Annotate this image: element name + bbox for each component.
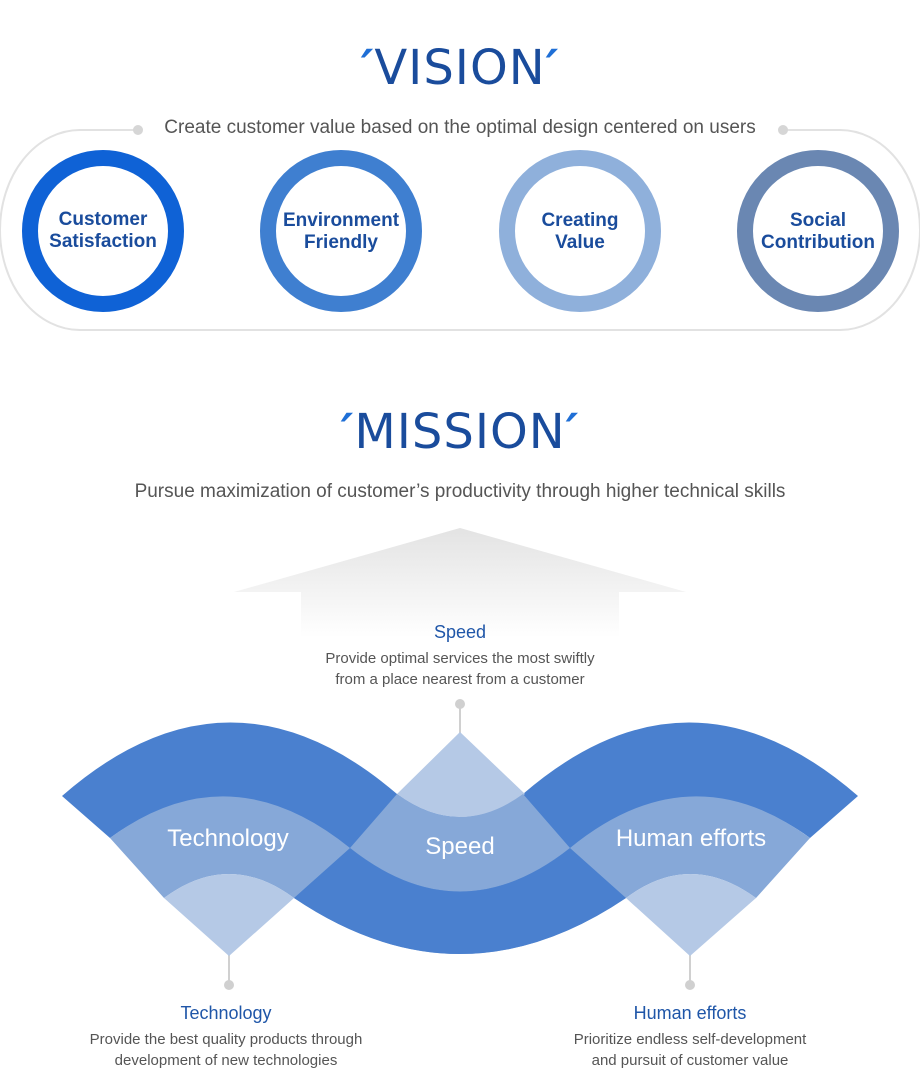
speed-title: Speed bbox=[433, 622, 487, 642]
mission-subtitle: Pursue maximization of customer’s produc… bbox=[134, 481, 786, 502]
mission-wave bbox=[62, 699, 858, 990]
up-arrow bbox=[234, 528, 686, 638]
wave-middle-band bbox=[110, 796, 810, 954]
accent-mark-left: ′ bbox=[340, 404, 355, 460]
vision-title: ′VISION′ bbox=[360, 40, 560, 96]
human-connector-dot bbox=[685, 980, 695, 990]
up-arrow-shape bbox=[234, 528, 686, 638]
wave-lower-arc bbox=[294, 848, 626, 954]
accent-mark-left: ′ bbox=[360, 40, 375, 96]
technology-description: Provide the best quality products throug… bbox=[89, 1031, 363, 1069]
vision-line-dot-left bbox=[133, 125, 143, 135]
human-efforts-title: Human efforts bbox=[633, 1003, 747, 1023]
vision-subtitle: Create customer value based on the optim… bbox=[0, 117, 920, 139]
ring-creating-value bbox=[499, 150, 661, 312]
ring-environment-friendly bbox=[260, 150, 422, 312]
speed-diamond-mid bbox=[350, 794, 570, 892]
vision-rings bbox=[22, 150, 899, 312]
human-fan bbox=[626, 874, 756, 956]
accent-mark-right: ′ bbox=[545, 40, 560, 96]
accent-mark-right: ′ bbox=[565, 404, 580, 460]
vision-frame bbox=[0, 125, 920, 331]
vision-outline bbox=[0, 129, 920, 331]
technology-connector-dot bbox=[224, 980, 234, 990]
vision-line-dot-right bbox=[778, 125, 788, 135]
wave-label-human-efforts: Human efforts bbox=[615, 825, 767, 852]
ring-customer-satisfaction bbox=[22, 150, 184, 312]
ring-social-contribution bbox=[737, 150, 899, 312]
mission-title: ′MISSION′ bbox=[340, 404, 580, 460]
technology-title: Technology bbox=[180, 1003, 272, 1023]
technology-fan bbox=[164, 874, 294, 956]
wave-label-technology: Technology bbox=[167, 825, 289, 852]
wave-label-speed: Speed bbox=[425, 833, 495, 860]
speed-description: Provide optimal services the most swiftl… bbox=[325, 650, 595, 688]
speed-diamond-top bbox=[397, 732, 525, 817]
speed-connector-dot bbox=[455, 699, 465, 709]
